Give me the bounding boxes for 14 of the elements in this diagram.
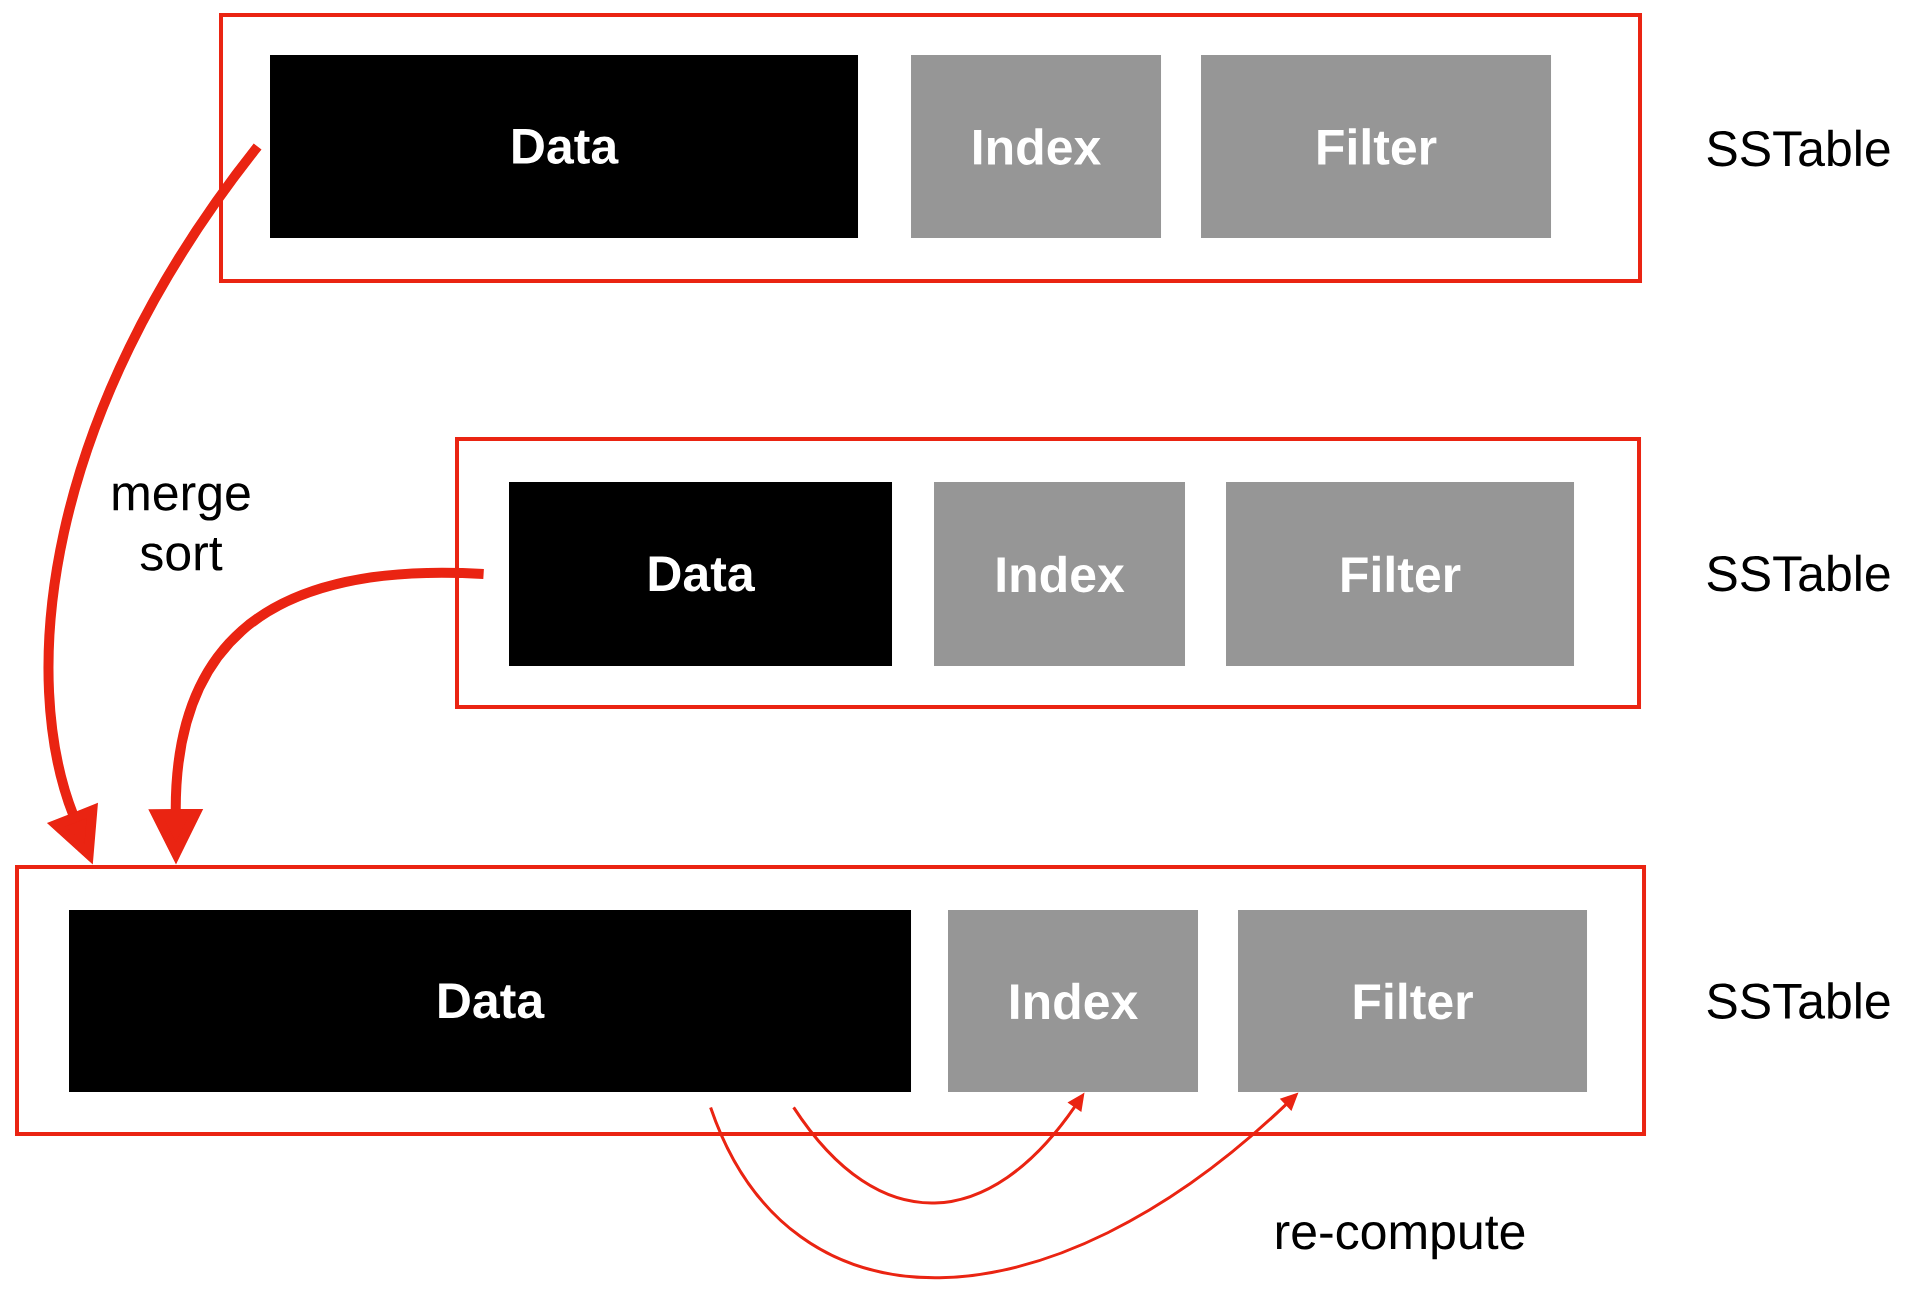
metadata-block: Filter bbox=[1201, 55, 1551, 238]
annotation-label: merge sort bbox=[113, 483, 250, 571]
data-block: Data bbox=[69, 910, 911, 1092]
metadata-block: Filter bbox=[1238, 910, 1587, 1092]
table-label: SSTable bbox=[1707, 554, 1890, 592]
table-label: SSTable bbox=[1707, 129, 1890, 167]
data-block: Data bbox=[509, 482, 892, 666]
annotation-label: re-compute bbox=[1276, 1216, 1525, 1260]
table-label: SSTable bbox=[1707, 982, 1890, 1019]
metadata-block: Index bbox=[934, 482, 1185, 666]
metadata-block: Index bbox=[948, 910, 1198, 1092]
data-block: Data bbox=[270, 55, 858, 238]
metadata-block: Index bbox=[911, 55, 1161, 238]
metadata-block: Filter bbox=[1226, 482, 1574, 666]
